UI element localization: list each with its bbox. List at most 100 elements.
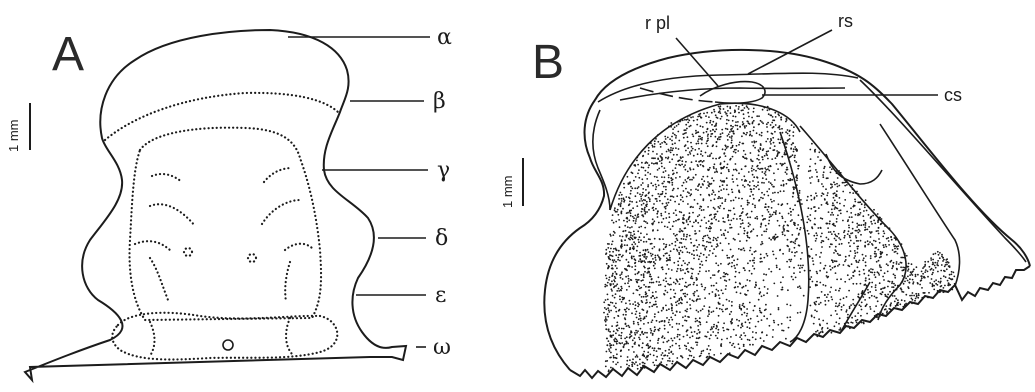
stipple-dot	[619, 226, 621, 228]
stipple-dot	[750, 191, 752, 193]
stipple-dot	[689, 252, 691, 254]
stipple-dot	[734, 239, 736, 241]
stipple-dot	[822, 176, 824, 178]
stipple-dot	[746, 294, 748, 296]
stipple-dot	[815, 192, 817, 194]
stipple-dot	[870, 236, 872, 238]
stipple-dot	[760, 258, 762, 260]
stipple-dot	[670, 338, 672, 340]
stipple-dot	[616, 283, 618, 285]
stipple-dot	[747, 262, 749, 264]
stipple-dot	[804, 270, 806, 272]
stipple-dot	[631, 255, 633, 257]
stipple-dot	[685, 169, 687, 171]
stipple-dot	[632, 339, 634, 341]
stipple-dot	[864, 299, 866, 301]
stipple-dot	[629, 200, 631, 202]
stipple-dot	[665, 186, 667, 188]
stipple-dot	[663, 279, 665, 281]
stipple-dot	[661, 157, 663, 159]
stipple-dot	[683, 336, 685, 338]
stipple-dot	[831, 244, 833, 246]
stipple-dot	[681, 242, 683, 244]
stipple-dot	[664, 328, 666, 330]
stipple-dot	[685, 188, 687, 190]
stipple-dot	[836, 190, 838, 192]
stipple-dot	[743, 118, 745, 120]
stipple-dot	[689, 216, 691, 218]
stipple-dot	[809, 177, 811, 179]
stipple-dot	[849, 307, 851, 309]
stipple-dot	[702, 161, 704, 163]
stipple-dot	[731, 305, 733, 307]
stipple-dot	[618, 198, 620, 200]
panel-b-stipple-main	[603, 104, 805, 372]
stipple-dot	[637, 173, 639, 175]
stipple-dot	[677, 160, 679, 162]
stipple-dot	[684, 293, 686, 295]
stipple-dot	[837, 253, 839, 255]
stipple-dot	[702, 240, 704, 242]
stipple-dot	[682, 325, 684, 327]
stipple-dot	[639, 236, 641, 238]
stipple-dot	[838, 210, 840, 212]
stipple-dot	[702, 350, 704, 352]
stipple-dot	[730, 220, 732, 222]
stipple-dot	[843, 237, 845, 239]
stipple-dot	[715, 328, 717, 330]
panel-a-scar-lower-left-2	[150, 258, 168, 300]
stipple-dot	[819, 270, 821, 272]
stipple-dot	[919, 284, 921, 286]
stipple-dot	[610, 344, 612, 346]
stipple-dot	[700, 310, 702, 312]
stipple-dot	[705, 115, 707, 117]
stipple-dot	[666, 202, 668, 204]
stipple-dot	[939, 252, 941, 254]
stipple-dot	[749, 195, 751, 197]
stipple-dot	[706, 321, 708, 323]
stipple-dot	[652, 248, 654, 250]
stipple-dot	[648, 197, 650, 199]
stipple-dot	[628, 261, 630, 263]
stipple-dot	[692, 135, 694, 137]
stipple-dot	[901, 291, 903, 293]
stipple-dot	[724, 229, 726, 231]
stipple-dot	[726, 255, 728, 257]
stipple-dot	[921, 275, 923, 277]
stipple-dot	[657, 211, 659, 213]
stipple-dot	[889, 291, 891, 293]
stipple-dot	[830, 172, 832, 174]
stipple-dot	[713, 324, 715, 326]
stipple-dot	[847, 220, 849, 222]
stipple-dot	[720, 353, 722, 355]
stipple-dot	[784, 163, 786, 165]
stipple-dot	[822, 186, 824, 188]
stipple-dot	[652, 151, 654, 153]
panel-b-radius-plate	[700, 82, 765, 104]
stipple-dot	[656, 356, 658, 358]
stipple-dot	[671, 363, 673, 365]
stipple-dot	[935, 267, 937, 269]
stipple-dot	[719, 156, 721, 158]
stipple-dot	[731, 344, 733, 346]
stipple-dot	[629, 334, 631, 336]
stipple-dot	[611, 265, 613, 267]
stipple-dot	[644, 316, 646, 318]
stipple-dot	[820, 262, 822, 264]
stipple-dot	[820, 227, 822, 229]
stipple-dot	[652, 292, 654, 294]
stipple-dot	[719, 112, 721, 114]
stipple-dot	[638, 169, 640, 171]
stipple-dot	[670, 147, 672, 149]
stipple-dot	[679, 334, 681, 336]
stipple-dot	[753, 185, 755, 187]
stipple-dot	[922, 273, 924, 275]
stipple-dot	[739, 282, 741, 284]
stipple-dot	[645, 170, 647, 172]
stipple-dot	[859, 271, 861, 273]
stipple-dot	[714, 208, 716, 210]
stipple-dot	[791, 179, 793, 181]
stipple-dot	[875, 240, 877, 242]
stipple-dot	[878, 227, 880, 229]
stipple-dot	[612, 283, 614, 285]
